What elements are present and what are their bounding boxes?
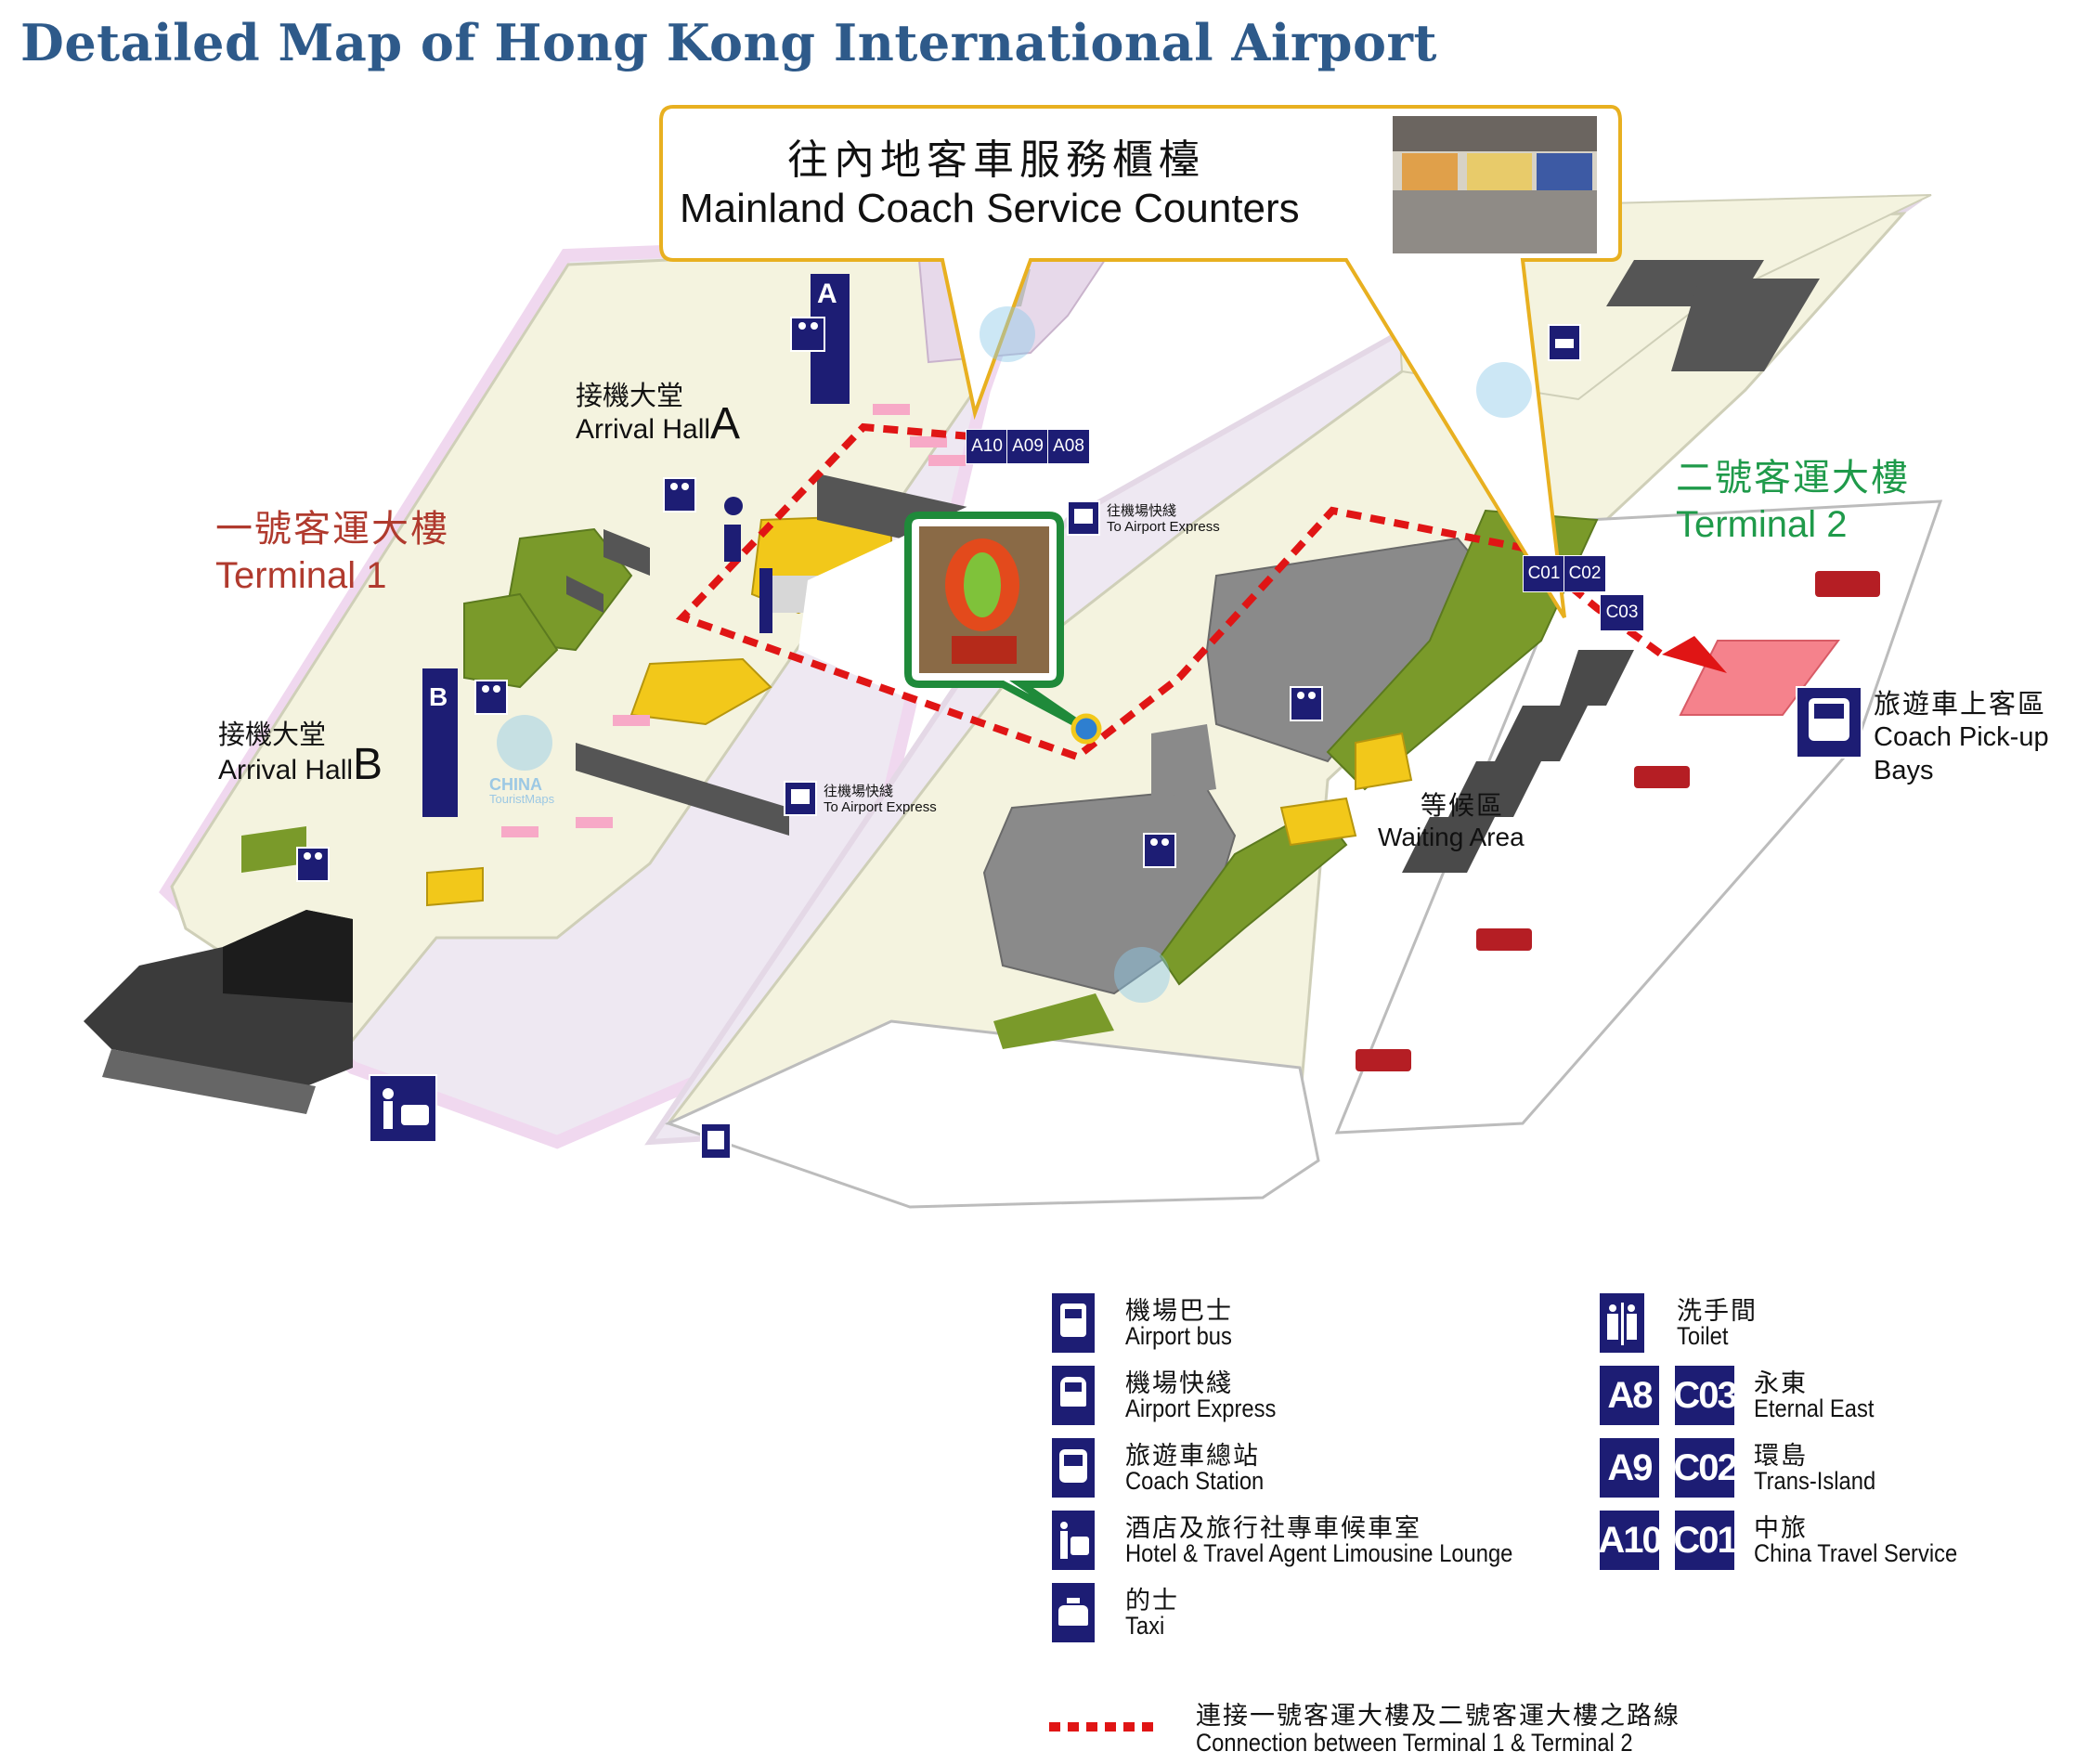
watermark-text: CHINA TouristMaps [489, 776, 554, 805]
legend-airport-bus-en: Airport bus [1125, 1322, 1232, 1350]
legend-code-c01: C01 [1673, 1511, 1738, 1570]
pillar-a-label: A [817, 279, 837, 309]
airport-map [84, 105, 1943, 1209]
legend-toilet-zh: 洗手間 [1677, 1297, 1758, 1325]
sculpture-location-icon [1070, 713, 1102, 745]
legend-code-a10: A10 [1598, 1511, 1663, 1570]
arrival-hall-b-en: Arrival Hall [218, 755, 354, 785]
info-icon [724, 497, 743, 515]
legend-limousine-en: Hotel & Travel Agent Limousine Lounge [1125, 1539, 1513, 1567]
terminal2-floor [644, 194, 1943, 1209]
legend-taxi-en: Taxi [1125, 1612, 1165, 1640]
bus-icon [1052, 1293, 1095, 1353]
pillar-b-label: B [429, 682, 448, 711]
legend-trans-island-en: Trans-Island [1754, 1467, 1876, 1495]
legend-route-line [1049, 1722, 1161, 1732]
gate-a08: A08 [1047, 429, 1090, 464]
terminal2-label-zh: 二號客運大樓 [1676, 458, 1910, 499]
arrival-hall-a-en: Arrival Hall [576, 414, 711, 445]
coach-pickup-zh: 旅遊車上客區 [1874, 690, 2047, 720]
waiting-area-zh: 等候區 [1421, 791, 1505, 820]
legend-coach-station-en: Coach Station [1125, 1467, 1265, 1495]
arrival-hall-b-zh: 接機大堂 [218, 720, 327, 750]
terminal1-label-en: Terminal 1 [215, 555, 387, 596]
legend-airport-bus-zh: 機場巴士 [1125, 1297, 1233, 1325]
legend-code-a8: A8 [1600, 1366, 1659, 1425]
arrival-hall-b-label: Arrival HallB [218, 740, 383, 790]
toilet-icon [1600, 1293, 1644, 1353]
legend-eternal-east-en: Eternal East [1754, 1394, 1875, 1422]
terminal1-label-zh: 一號客運大樓 [215, 509, 449, 550]
gate-c02: C02 [1564, 555, 1606, 592]
watermark-line1: CHINA [489, 775, 542, 794]
airport-express-map-icon-1 [1067, 500, 1100, 536]
coach-icon [1052, 1438, 1095, 1498]
watermark-line2: TouristMaps [489, 792, 555, 806]
watermark [497, 306, 1532, 1003]
arrival-hall-a-label: Arrival HallA [576, 399, 740, 449]
legend-cts-zh: 中旅 [1754, 1514, 1808, 1542]
legend-code-c02: C02 [1673, 1438, 1738, 1498]
legend-coach-station-zh: 旅遊車總站 [1125, 1442, 1260, 1470]
pillar-b [422, 668, 458, 817]
airport-express-label-1-en: To Airport Express [1107, 518, 1220, 535]
legend-airport-express-en: Airport Express [1125, 1394, 1277, 1422]
coach-pickup-label: 旅遊車上客區 Coach Pick-up Bays [1874, 689, 2049, 787]
callout-title-en: Mainland Coach Service Counters [680, 186, 1300, 231]
coach-pickup-en-1: Coach Pick-up [1874, 722, 2049, 753]
terminal2-label-en: Terminal 2 [1676, 504, 1848, 545]
legend-limousine-zh: 酒店及旅行社專車候車室 [1125, 1514, 1421, 1542]
legend-code-c03: C03 [1673, 1366, 1738, 1425]
legend-code-a9: A9 [1600, 1438, 1659, 1498]
waiting-area-en: Waiting Area [1378, 823, 1525, 851]
legend-route-zh: 連接一號客運大樓及二號客運大樓之路線 [1196, 1702, 1680, 1730]
page-title: Detailed Map of Hong Kong International … [20, 13, 1437, 72]
callout-box [659, 105, 1622, 619]
taxi-icon [1052, 1583, 1095, 1642]
toilet-map-icon [296, 317, 1323, 882]
gate-c03: C03 [1600, 594, 1644, 631]
arrival-hall-a-letter: A [710, 399, 741, 448]
airport-express-label-2-zh: 往機場快綫 [824, 784, 894, 799]
route-arrow-icon [1662, 636, 1727, 673]
airport-express-label-1-zh: 往機場快綫 [1107, 503, 1177, 519]
legend-taxi-zh: 的士 [1125, 1587, 1179, 1615]
legend-toilet-en: Toilet [1677, 1322, 1729, 1350]
legend-eternal-east-zh: 永東 [1754, 1369, 1808, 1397]
arrival-hall-a-zh: 接機大堂 [576, 382, 684, 411]
legend-airport-express-zh: 機場快綫 [1125, 1369, 1233, 1397]
airport-express-label-1: 往機場快綫 To Airport Express [1107, 503, 1220, 535]
train-icon [1052, 1366, 1095, 1425]
gate-c01: C01 [1523, 555, 1565, 592]
airport-express-label-2: 往機場快綫 To Airport Express [824, 784, 937, 815]
gate-a09: A09 [1006, 429, 1049, 464]
legend-route-en: Connection between Terminal 1 & Terminal… [1196, 1729, 1633, 1757]
callout-title-zh: 往內地客車服務櫃檯 [787, 137, 1205, 183]
legend-trans-island-zh: 環島 [1754, 1442, 1808, 1470]
coach-pickup-en-2: Bays [1874, 755, 1934, 785]
legend-cts-en: China Travel Service [1754, 1539, 1958, 1567]
gate-a10: A10 [966, 429, 1008, 464]
airport-express-label-2-en: To Airport Express [824, 798, 937, 815]
limousine-lounge-icon [1052, 1511, 1095, 1570]
arrival-hall-b-letter: B [353, 740, 383, 789]
